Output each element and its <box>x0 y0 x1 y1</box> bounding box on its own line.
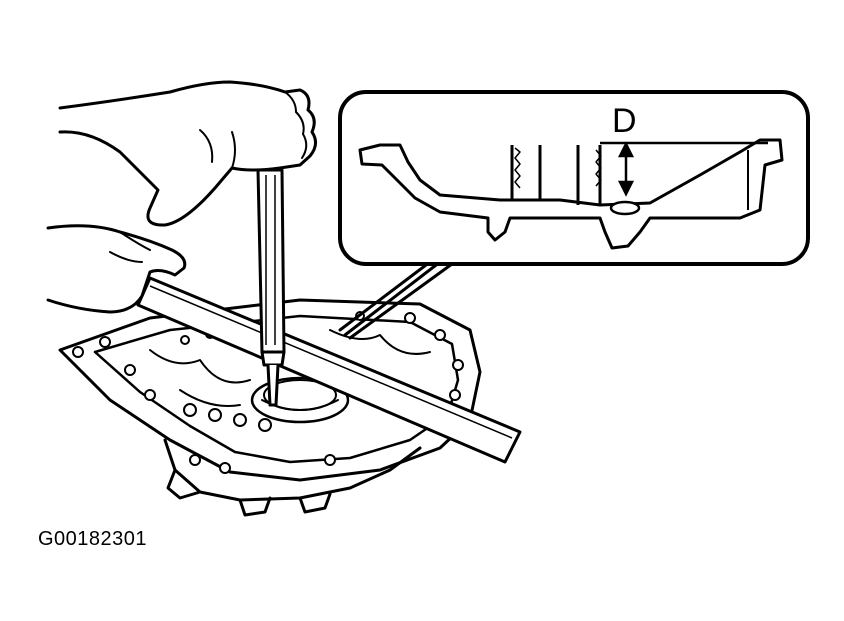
lower-hand <box>46 224 187 314</box>
dimension-label-d: D <box>612 102 637 140</box>
dimension-arrow <box>617 141 635 197</box>
callout-pointer <box>338 260 454 340</box>
depth-gauge <box>256 168 286 407</box>
upper-hand <box>58 80 317 227</box>
figure-identifier: G00182301 <box>38 528 148 550</box>
detail-callout-box: D <box>338 90 810 266</box>
cross-section-profile <box>358 138 784 250</box>
